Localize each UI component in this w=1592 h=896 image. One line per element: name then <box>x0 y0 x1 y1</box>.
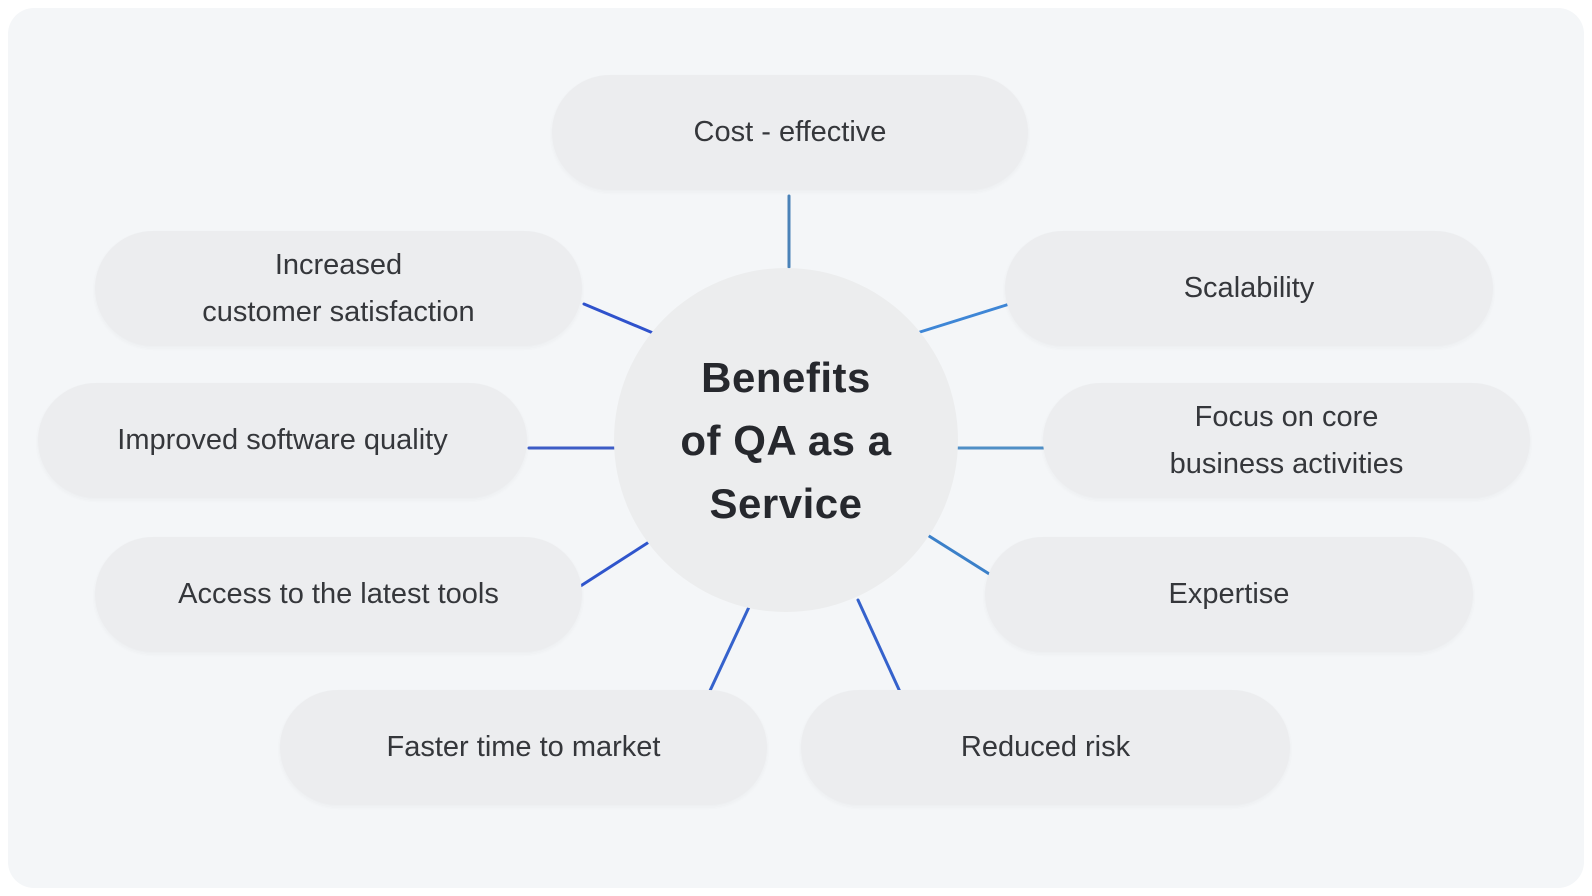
node-increased-customer-satisfaction: Increased customer satisfaction <box>95 231 582 346</box>
node-scalability: Scalability <box>1005 231 1493 346</box>
node-expertise: Expertise <box>985 537 1473 652</box>
node-access-to-the-latest-tools-label: Access to the latest tools <box>178 578 499 611</box>
node-reduced-risk: Reduced risk <box>801 690 1290 805</box>
diagram-center-title: Benefits of QA as a Service <box>680 353 892 527</box>
node-reduced-risk-label: Reduced risk <box>960 731 1131 764</box>
node-expertise-label: Expertise <box>1168 578 1290 611</box>
node-improved-software-quality-label: Improved software quality <box>117 424 448 457</box>
node-focus-on-core-business-activities: Focus on core business activities <box>1043 383 1530 498</box>
node-scalability-label: Scalability <box>1183 272 1315 305</box>
center-node-benefits-of-qa-as-a-service: Benefits of QA as a Service <box>614 268 958 612</box>
node-increased-customer-satisfaction-label: Increased customer satisfaction <box>202 248 475 328</box>
node-access-to-the-latest-tools: Access to the latest tools <box>95 537 582 652</box>
node-improved-software-quality: Improved software quality <box>38 383 527 498</box>
node-faster-time-to-market-label: Faster time to market <box>386 731 661 764</box>
node-faster-time-to-market: Faster time to market <box>280 690 767 805</box>
node-focus-on-core-business-activities-label: Focus on core business activities <box>1169 400 1404 480</box>
node-cost-effective: Cost - effective <box>552 75 1028 190</box>
node-cost-effective-label: Cost - effective <box>693 116 887 149</box>
